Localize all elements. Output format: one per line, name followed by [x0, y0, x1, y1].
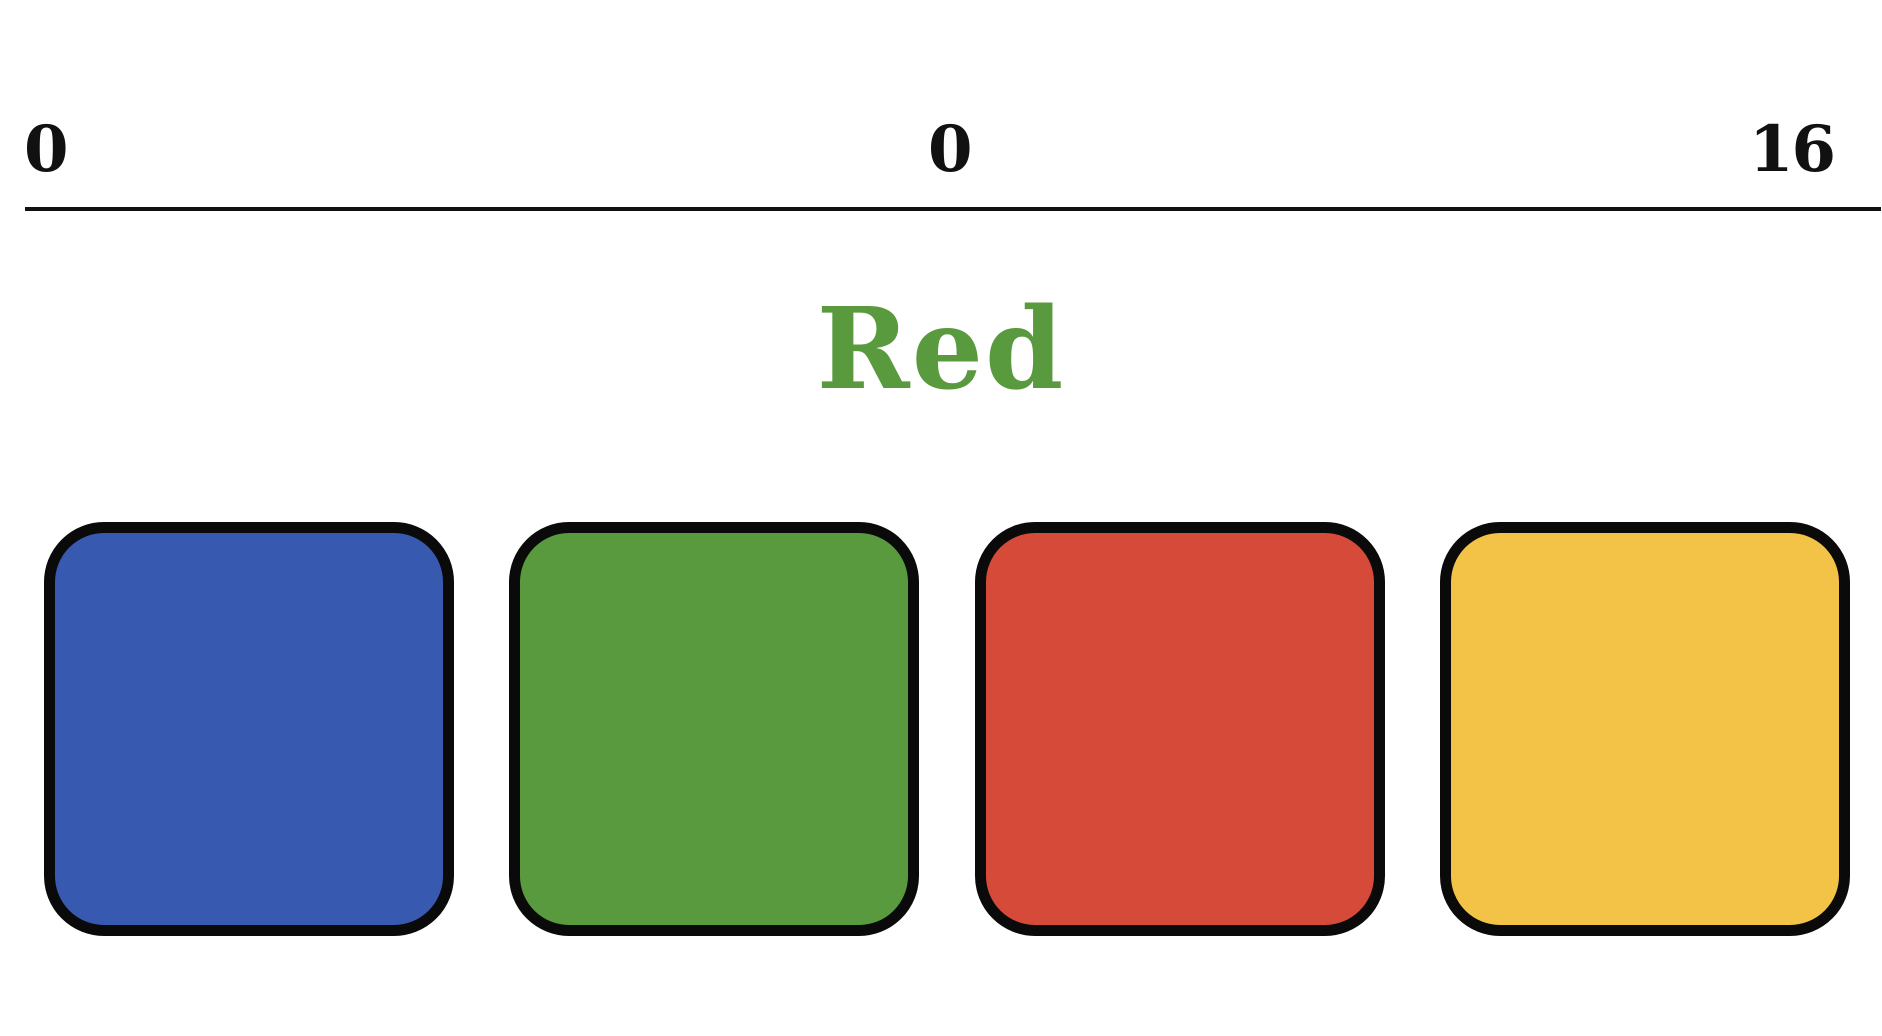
score-center: 0 [928, 112, 973, 187]
color-tile-blue[interactable] [44, 522, 454, 936]
color-word-prompt: Red [816, 284, 1066, 415]
score-right: 16 [1748, 112, 1836, 187]
color-tiles [44, 522, 1864, 948]
color-tile-red[interactable] [975, 522, 1385, 936]
color-tile-green[interactable] [509, 522, 919, 936]
header-divider [25, 207, 1881, 211]
score-left: 0 [24, 112, 69, 187]
color-tile-yellow[interactable] [1440, 522, 1850, 936]
